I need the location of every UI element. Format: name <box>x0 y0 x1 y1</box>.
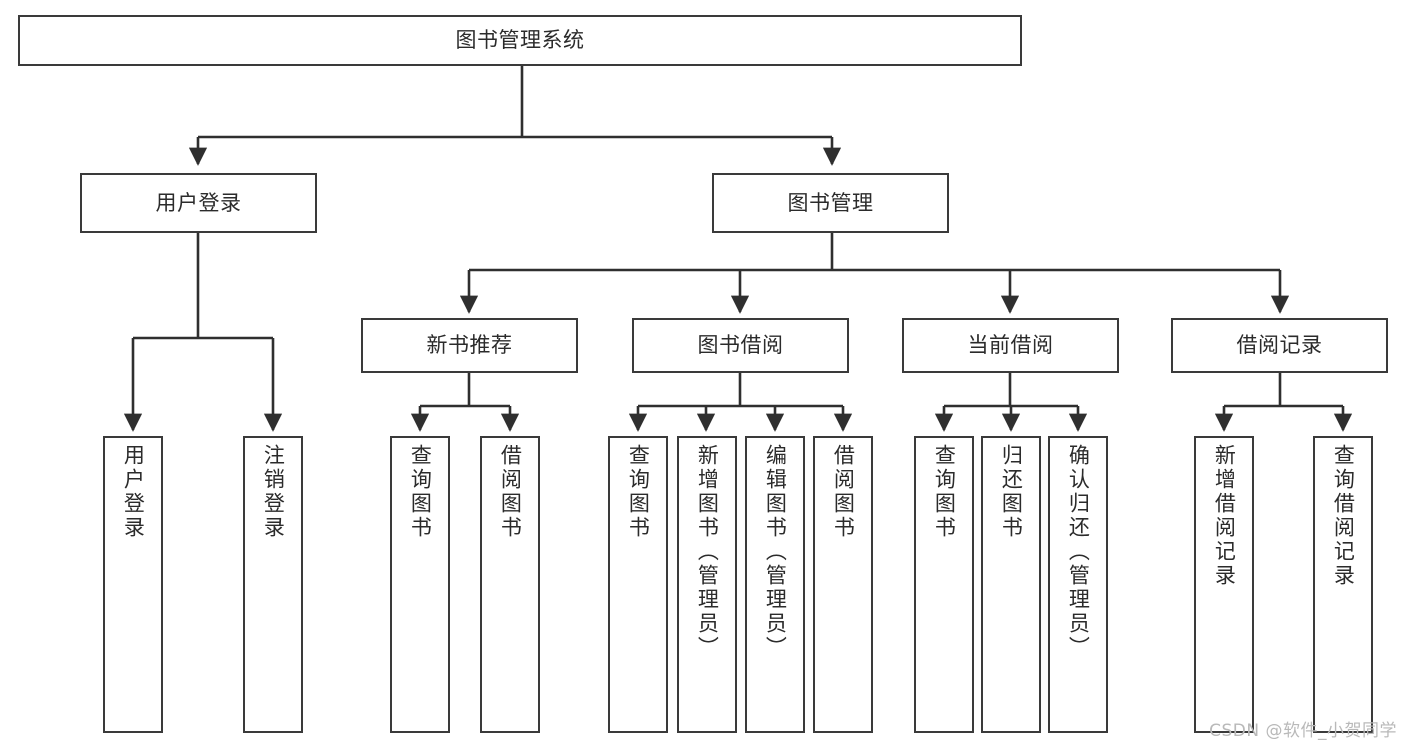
node-book-management[interactable]: 图书管理 <box>712 173 949 233</box>
leaf-record-query-borrow-record[interactable]: 查询借阅记录 <box>1313 436 1373 733</box>
node-label: 查询图书 <box>626 444 651 540</box>
node-current-borrow[interactable]: 当前借阅 <box>902 318 1119 373</box>
node-label: 查询借阅记录 <box>1331 444 1356 588</box>
node-label: 借阅记录 <box>1236 333 1323 358</box>
leaf-borrow-add-book-admin[interactable]: 新增图书（管理员） <box>677 436 737 733</box>
node-book-borrow[interactable]: 图书借阅 <box>632 318 849 373</box>
node-label: 新增图书（管理员） <box>695 444 720 660</box>
node-label: 当前借阅 <box>967 333 1054 358</box>
node-new-book-recommend[interactable]: 新书推荐 <box>361 318 578 373</box>
node-root-system[interactable]: 图书管理系统 <box>18 15 1022 66</box>
node-label: 编辑图书（管理员） <box>763 444 788 660</box>
node-label: 查询图书 <box>408 444 433 540</box>
leaf-borrow-query-book[interactable]: 查询图书 <box>608 436 668 733</box>
leaf-recommend-borrow-book[interactable]: 借阅图书 <box>480 436 540 733</box>
node-label: 注销登录 <box>261 444 286 540</box>
node-label: 新书推荐 <box>426 333 513 358</box>
leaf-current-confirm-return-admin[interactable]: 确认归还（管理员） <box>1048 436 1108 733</box>
node-label: 用户登录 <box>155 190 242 215</box>
node-label: 图书管理系统 <box>455 28 585 53</box>
node-label: 用户登录 <box>121 444 146 540</box>
node-label: 图书借阅 <box>697 333 784 358</box>
node-label: 借阅图书 <box>498 444 523 540</box>
watermark-text: CSDN @软件_小贺同学 <box>1209 721 1397 741</box>
leaf-borrow-borrow-book[interactable]: 借阅图书 <box>813 436 873 733</box>
node-user-login[interactable]: 用户登录 <box>80 173 317 233</box>
leaf-user-logout[interactable]: 注销登录 <box>243 436 303 733</box>
node-label: 查询图书 <box>932 444 957 540</box>
node-borrow-record[interactable]: 借阅记录 <box>1171 318 1388 373</box>
node-label: 新增借阅记录 <box>1212 444 1237 588</box>
node-label: 归还图书 <box>999 444 1024 540</box>
leaf-user-login[interactable]: 用户登录 <box>103 436 163 733</box>
leaf-borrow-edit-book-admin[interactable]: 编辑图书（管理员） <box>745 436 805 733</box>
node-label: 图书管理 <box>787 190 874 215</box>
node-label: 确认归还（管理员） <box>1066 444 1091 660</box>
leaf-recommend-query-book[interactable]: 查询图书 <box>390 436 450 733</box>
leaf-current-return-book[interactable]: 归还图书 <box>981 436 1041 733</box>
node-label: 借阅图书 <box>831 444 856 540</box>
leaf-current-query-book[interactable]: 查询图书 <box>914 436 974 733</box>
leaf-record-add-borrow-record[interactable]: 新增借阅记录 <box>1194 436 1254 733</box>
